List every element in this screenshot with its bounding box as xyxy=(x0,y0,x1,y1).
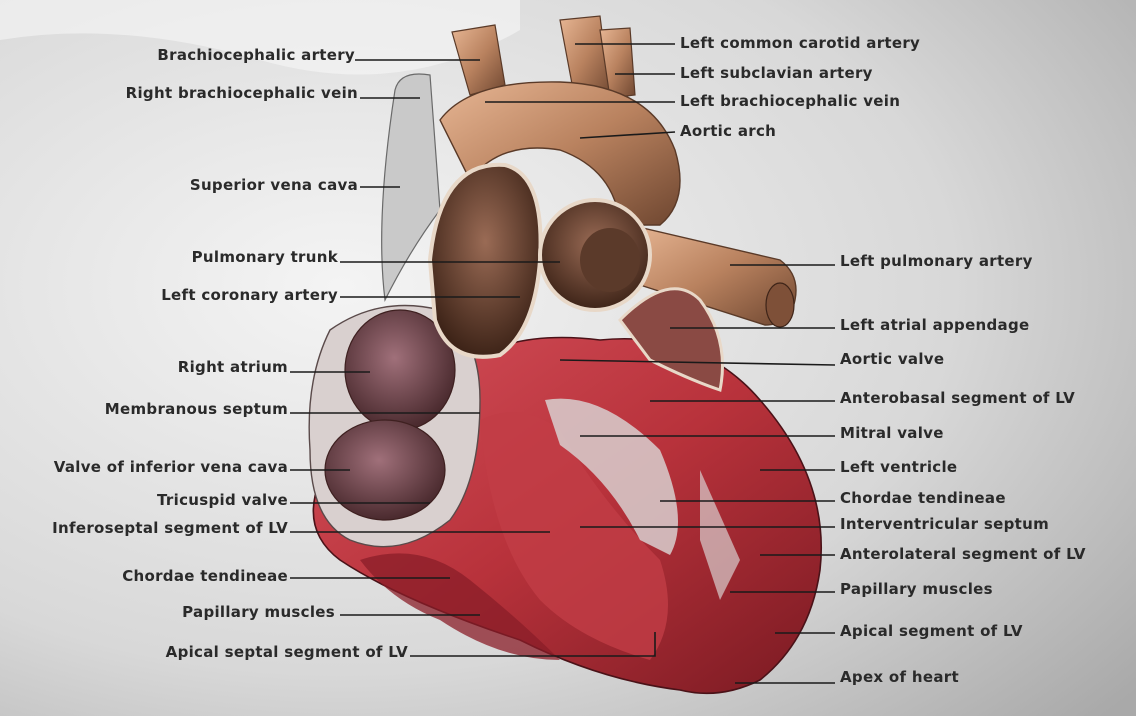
label-pulmonary-trunk: Pulmonary trunk xyxy=(192,248,339,266)
label-aortic-arch: Aortic arch xyxy=(680,122,776,140)
label-valve-of-inferior-vena-cava: Valve of inferior vena cava xyxy=(54,458,288,476)
label-right-atrium: Right atrium xyxy=(178,358,288,376)
aortic-lumen xyxy=(580,228,640,292)
label-chordae-tendineae-left: Chordae tendineae xyxy=(122,567,288,585)
label-interventricular-septum: Interventricular septum xyxy=(840,515,1049,533)
label-left-pulmonary-artery: Left pulmonary artery xyxy=(840,252,1033,270)
label-mitral-valve: Mitral valve xyxy=(840,424,944,442)
label-papillary-muscles-left: Papillary muscles xyxy=(182,603,335,621)
label-brachiocephalic-artery: Brachiocephalic artery xyxy=(157,46,355,64)
pulmonary-artery-opening xyxy=(766,283,794,327)
label-left-atrial-appendage: Left atrial appendage xyxy=(840,316,1030,334)
label-chordae-tendineae-right: Chordae tendineae xyxy=(840,489,1006,507)
label-apical-segment-of-lv: Apical segment of LV xyxy=(840,622,1023,640)
label-apex-of-heart: Apex of heart xyxy=(840,668,959,686)
label-inferoseptal-segment-of-lv: Inferoseptal segment of LV xyxy=(52,519,288,537)
label-left-subclavian-artery: Left subclavian artery xyxy=(680,64,873,82)
label-left-brachiocephalic-vein: Left brachiocephalic vein xyxy=(680,92,900,110)
label-left-coronary-artery: Left coronary artery xyxy=(161,286,338,304)
label-aortic-valve: Aortic valve xyxy=(840,350,944,368)
label-membranous-septum: Membranous septum xyxy=(105,400,288,418)
label-left-common-carotid-artery: Left common carotid artery xyxy=(680,34,920,52)
pulmonary-trunk-cavity xyxy=(430,165,541,357)
label-left-ventricle: Left ventricle xyxy=(840,458,957,476)
label-anterolateral-segment-of-lv: Anterolateral segment of LV xyxy=(840,545,1086,563)
label-right-brachiocephalic-vein: Right brachiocephalic vein xyxy=(126,84,358,102)
label-anterobasal-segment-of-lv: Anterobasal segment of LV xyxy=(840,389,1075,407)
label-tricuspid-valve: Tricuspid valve xyxy=(157,491,288,509)
label-apical-septal-segment-of-lv: Apical septal segment of LV xyxy=(166,643,408,661)
label-superior-vena-cava: Superior vena cava xyxy=(190,176,358,194)
label-papillary-muscles-right: Papillary muscles xyxy=(840,580,993,598)
